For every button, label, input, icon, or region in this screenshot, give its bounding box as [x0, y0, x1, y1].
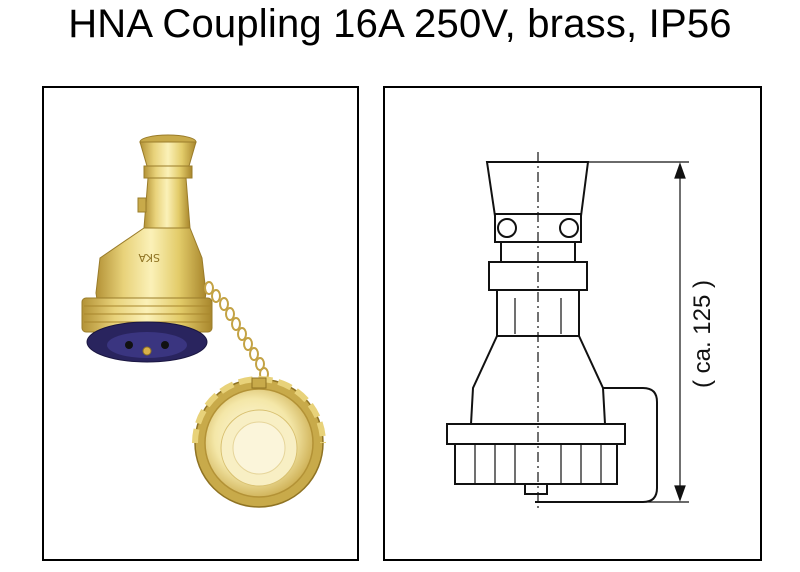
- dimension-label: ( ca. 125 ): [689, 280, 716, 388]
- drawing-bottom-pin: [524, 483, 548, 495]
- drawing-screw-right-icon: [559, 218, 579, 238]
- coupling-body: SKA: [95, 227, 207, 307]
- protective-cap: [192, 376, 326, 508]
- coupling-top-part: [137, 134, 197, 229]
- drawing-screw-left-icon: [497, 218, 517, 238]
- retaining-chain: [204, 281, 269, 381]
- drawing-thread-ridges: [474, 298, 602, 484]
- drawing-base-ring: [446, 423, 626, 445]
- dimension-line: [585, 161, 689, 503]
- socket-face: [86, 321, 208, 363]
- coupling-line-drawing: ( ca. 125 ): [446, 152, 716, 508]
- drawing-chain-loop: [535, 387, 658, 503]
- product-photo-panel: SKA: [42, 86, 359, 561]
- drawing-threaded-ring: [454, 443, 618, 485]
- page-title: HNA Coupling 16A 250V, brass, IP56: [68, 2, 732, 46]
- engraving-text: SKA: [138, 251, 160, 264]
- technical-drawing-panel: ( ca. 125 ): [383, 86, 762, 561]
- brass-coupling-photo: SKA: [81, 134, 326, 508]
